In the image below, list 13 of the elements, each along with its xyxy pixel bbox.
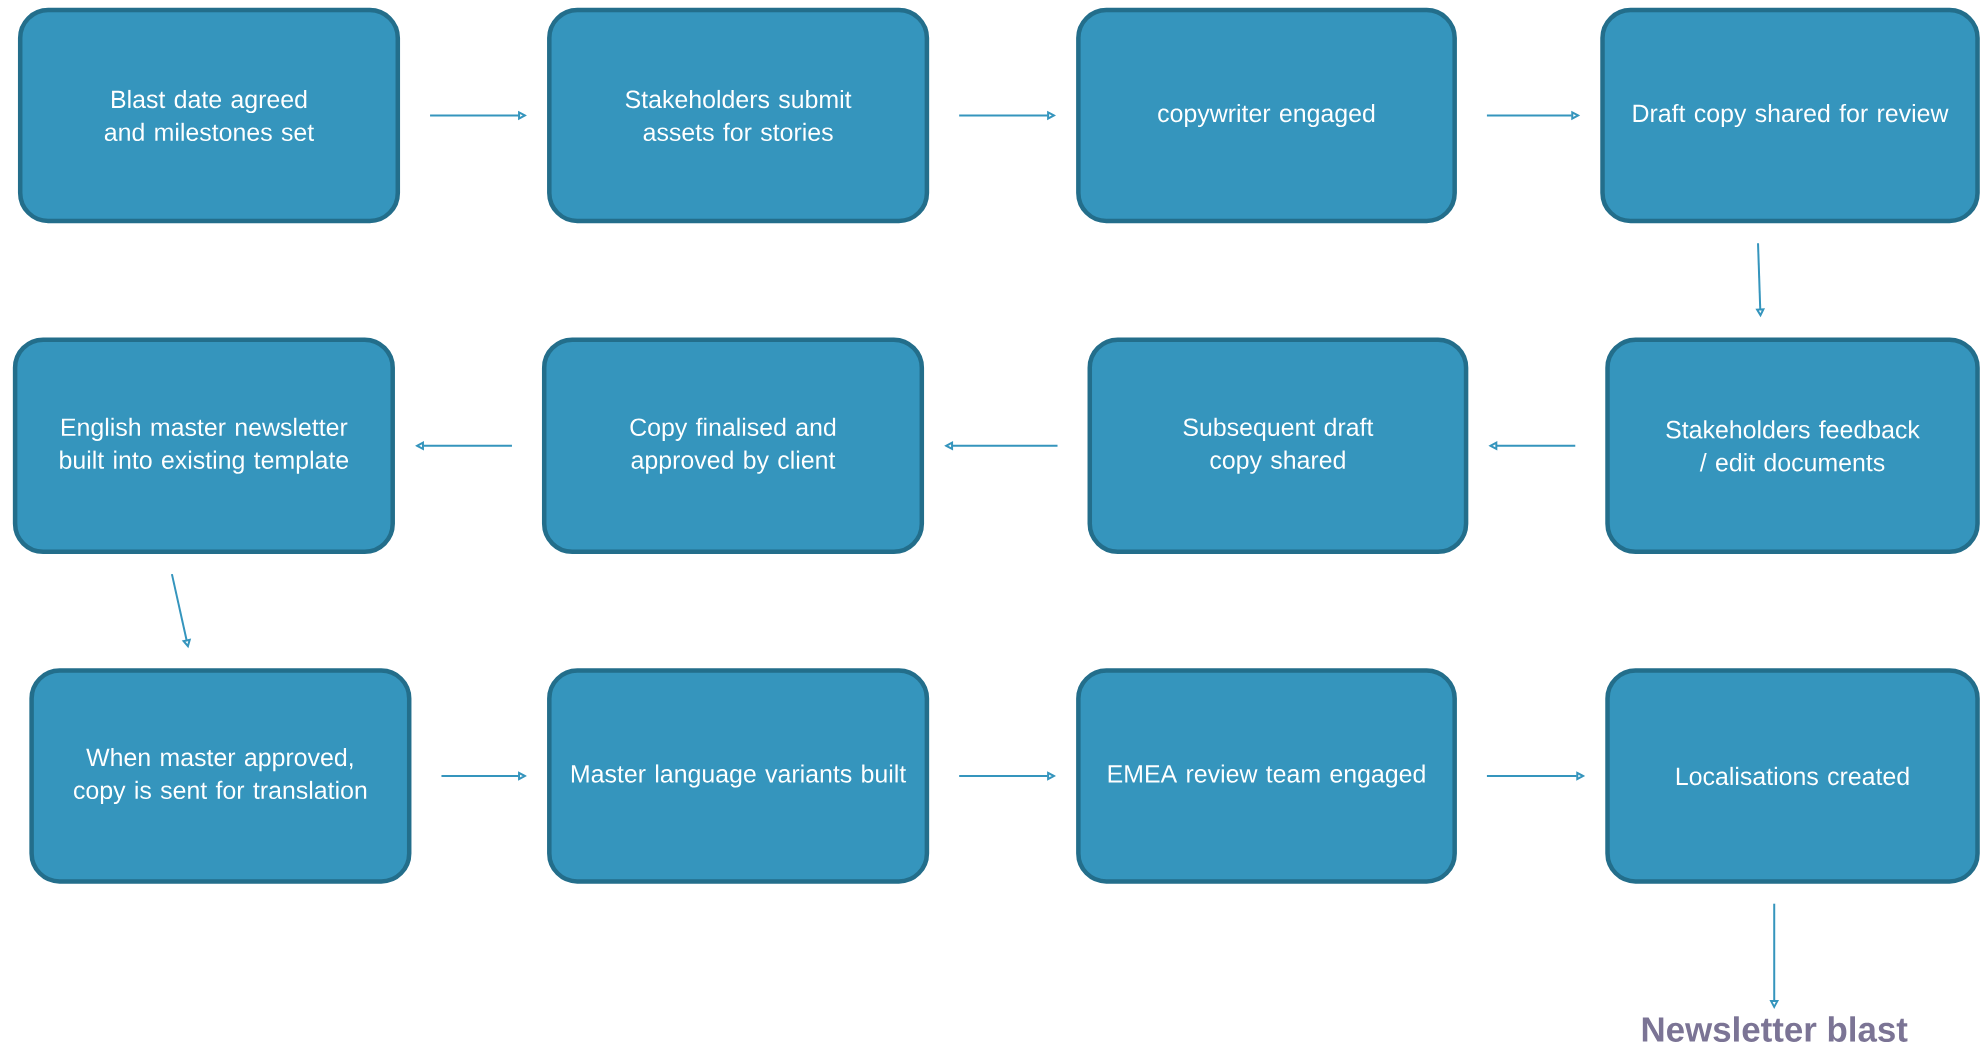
process-box: Draft copy shared for review (1600, 7, 1980, 224)
process-box: Copy finalised and approved by client (541, 337, 925, 555)
process-box: Master language variants built (547, 668, 930, 884)
end-label: Newsletter blast (1642, 1016, 1908, 1042)
process-box: Subsequent draft copy shared (1087, 337, 1469, 555)
process-box: Blast date agreed and milestones set (17, 7, 401, 224)
process-box: copywriter engaged (1076, 7, 1457, 224)
process-box: Stakeholders feedback / edit documents (1605, 337, 1980, 555)
process-box: English master newsletter built into existing template (12, 337, 395, 555)
process-box: Localisations created (1605, 668, 1980, 884)
process-box: Stakeholders submit assets for stories (547, 7, 930, 224)
process-box: When master approved, copy is sent for translation (29, 668, 412, 884)
process-box: EMEA review team engaged (1076, 668, 1457, 884)
